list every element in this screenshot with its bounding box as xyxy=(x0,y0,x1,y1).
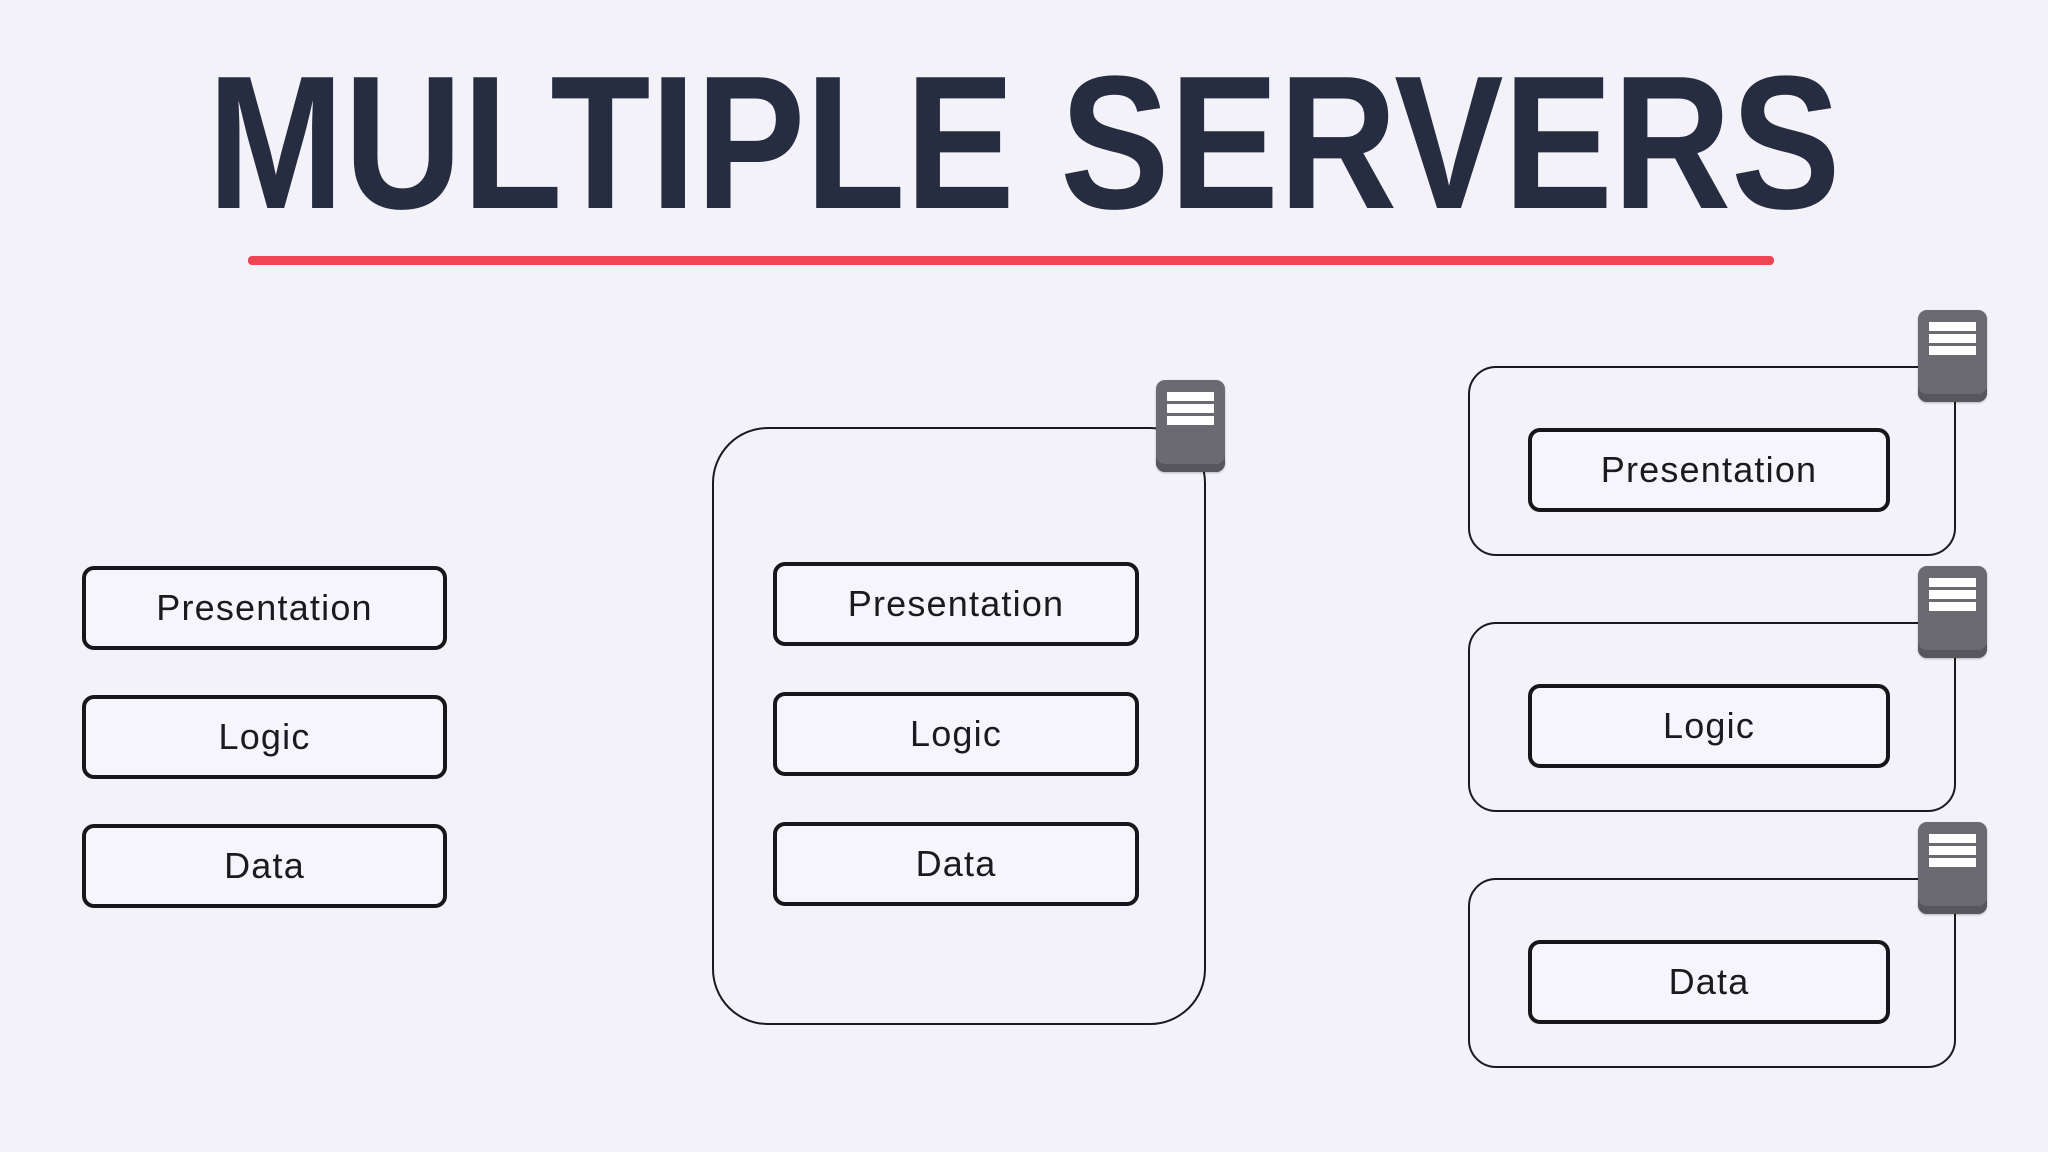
tier-label: Logic xyxy=(218,716,311,757)
tier-box-logic: Logic xyxy=(773,692,1139,776)
server-machine-outline xyxy=(1468,878,1956,1068)
tier-box-presentation: Presentation xyxy=(1528,428,1890,512)
tier-label: Presentation xyxy=(1600,449,1818,490)
server-icon xyxy=(1918,822,1987,914)
page-title: MULTIPLE SERVERS xyxy=(208,37,1841,240)
tier-label: Data xyxy=(1668,961,1750,1002)
tier-label: Logic xyxy=(909,713,1003,754)
tier-label: Data xyxy=(224,845,305,886)
tier-box-data: Data xyxy=(773,822,1139,906)
server-icon xyxy=(1156,380,1225,472)
tier-box-logic: Logic xyxy=(82,695,447,779)
tier-box-presentation: Presentation xyxy=(773,562,1139,646)
server-icon-bars xyxy=(1156,380,1225,425)
server-machine-outline xyxy=(712,427,1206,1025)
server-icon-bars xyxy=(1918,310,1987,355)
page-title-text: MULTIPLE SERVERS xyxy=(208,37,1841,240)
server-icon-bars xyxy=(1918,822,1987,867)
tier-label: Logic xyxy=(1662,705,1756,746)
tier-box-presentation: Presentation xyxy=(82,566,447,650)
tier-label: Presentation xyxy=(847,583,1065,624)
server-icon-bars xyxy=(1918,566,1987,611)
tier-label: Presentation xyxy=(156,587,373,628)
server-machine-outline xyxy=(1468,366,1956,556)
tier-box-data: Data xyxy=(1528,940,1890,1024)
server-icon xyxy=(1918,310,1987,402)
tier-box-logic: Logic xyxy=(1528,684,1890,768)
server-machine-outline xyxy=(1468,622,1956,812)
server-icon xyxy=(1918,566,1987,658)
title-underline xyxy=(248,256,1774,265)
tier-box-data: Data xyxy=(82,824,447,908)
tier-label: Data xyxy=(915,843,997,884)
